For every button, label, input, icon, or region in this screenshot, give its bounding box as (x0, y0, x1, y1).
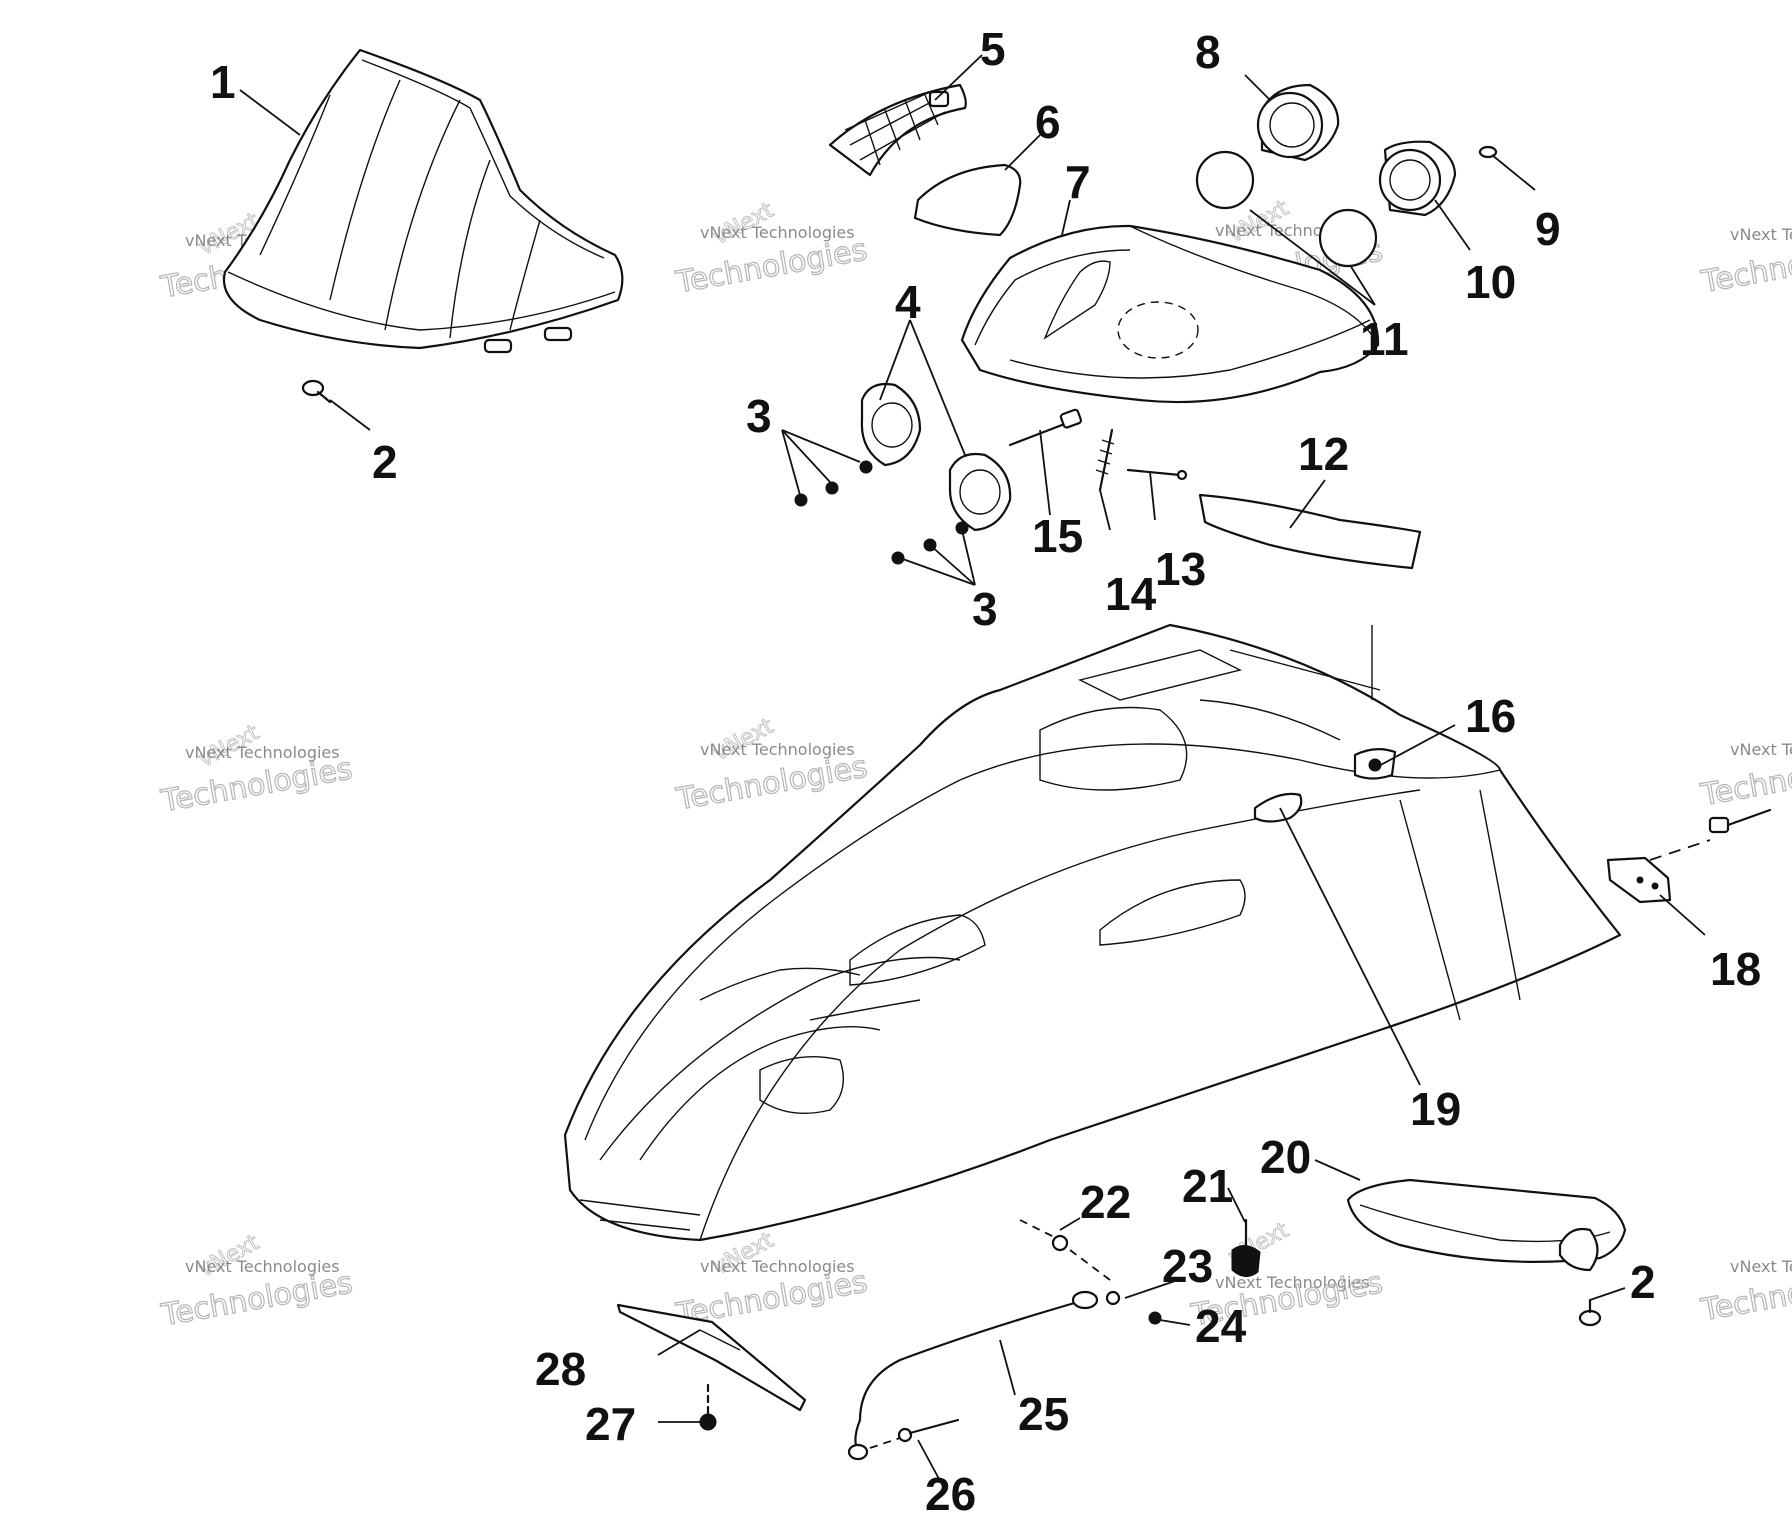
gauge-lower-part (1378, 140, 1457, 217)
part-label-25: 25 (1018, 1388, 1069, 1440)
watermark-2: vNext vNext Technologies Technologies (672, 197, 870, 301)
trim-strip-part (1198, 493, 1422, 570)
svg-text:Technologies: Technologies (673, 233, 870, 301)
console-part (960, 224, 1380, 404)
part-label-28: 28 (535, 1343, 586, 1395)
part-label-20: 20 (1260, 1131, 1311, 1183)
pin-part (1126, 468, 1188, 481)
part-label-27: 27 (585, 1398, 636, 1450)
svg-text:vNext Technologies: vNext Technologies (185, 743, 340, 762)
access-panel-part (1346, 1178, 1627, 1272)
part-label-23: 23 (1162, 1240, 1213, 1292)
part-label-2: 2 (372, 436, 398, 488)
part-label-18: 18 (1710, 943, 1761, 995)
hood-body-part (563, 623, 1622, 1242)
leader-lines (239, 54, 1706, 1491)
part-label-24: 24 (1195, 1300, 1247, 1352)
grille-part (828, 83, 967, 177)
svg-text:vNext Technologies: vNext Technologies (700, 223, 855, 242)
part-label-8: 8 (1195, 26, 1221, 78)
watermark-9: vNext vNext Technologies Technologies (158, 1230, 356, 1334)
part-label-5: 5 (980, 23, 1006, 75)
ring-parts (1195, 150, 1378, 268)
part-label-13: 13 (1155, 543, 1206, 595)
part-label-7: 7 (1065, 156, 1091, 208)
screw-part (1008, 408, 1083, 447)
push-rivet-part-2 (1578, 1298, 1602, 1327)
svg-text:vNext Technologies: vNext Technologies (700, 740, 855, 759)
part-label-6: 6 (1035, 96, 1061, 148)
watermark-10: vNext vNext Technologies Technologies (673, 1227, 871, 1333)
watermark-8: vNext Technologies Technologies (1697, 740, 1792, 814)
svg-text:Technologies: Technologies (673, 749, 870, 817)
hinge-part (1606, 808, 1772, 904)
part-label-12: 12 (1298, 428, 1349, 480)
windshield-part (222, 48, 624, 354)
cable-hardware-parts (847, 1218, 1261, 1461)
part-label-14: 14 (1105, 568, 1157, 620)
part-label-3: 3 (746, 390, 772, 442)
part-label-3b: 3 (972, 583, 998, 635)
bracket-part (616, 1303, 807, 1412)
gauge-upper-part (1256, 83, 1340, 162)
bracket-screw-part (699, 1383, 717, 1431)
pad-part (913, 163, 1022, 237)
part-label-11: 11 (1360, 313, 1409, 365)
part-label-21: 21 (1182, 1160, 1233, 1212)
part-label-4: 4 (895, 276, 921, 328)
watermark-6: vNext vNext Technologies Technologies (673, 713, 871, 818)
bezel-parts (860, 382, 1012, 532)
part-label-1: 1 (210, 56, 236, 108)
part-label-16: 16 (1465, 690, 1516, 742)
part-label-10: 10 (1465, 256, 1516, 308)
watermark-5: vNext vNext Technologies Technologies (158, 720, 356, 820)
svg-text:vNext Technologies: vNext Technologies (185, 1257, 340, 1276)
part-label-2b: 2 (1630, 1256, 1656, 1308)
part-number-labels: 1 2 3 4 5 6 7 8 9 10 11 12 13 14 15 16 1… (210, 23, 1761, 1520)
part-label-9: 9 (1535, 203, 1561, 255)
watermark-12: vNext Technologies Technologies (1697, 1257, 1792, 1329)
stud-part (1095, 428, 1115, 492)
push-rivet-part (301, 379, 332, 404)
part-label-15: 15 (1032, 510, 1083, 562)
latch-part (1253, 792, 1303, 823)
part-label-19: 19 (1410, 1083, 1461, 1135)
watermark-4: vNext Technologies Technologies (1698, 225, 1792, 301)
part-label-26: 26 (925, 1468, 976, 1520)
hood-fastener-part (1353, 748, 1397, 780)
svg-text:vNext Technologies: vNext Technologies (700, 1257, 855, 1276)
clip-part (1478, 145, 1498, 159)
part-label-22: 22 (1080, 1176, 1131, 1228)
svg-text:vNext Technologies: vNext Technologies (1730, 1257, 1792, 1276)
svg-text:vNext Technologies: vNext Technologies (1730, 225, 1792, 244)
svg-text:vNext Technologies: vNext Technologies (1730, 740, 1792, 759)
svg-text:vNext Technologies: vNext Technologies (1215, 1273, 1370, 1292)
nut-parts (794, 460, 969, 565)
